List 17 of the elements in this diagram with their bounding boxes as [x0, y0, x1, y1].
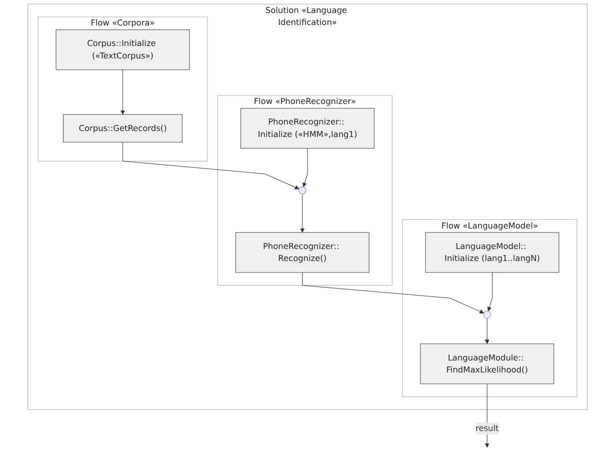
arrow — [484, 318, 490, 344]
arrow — [302, 272, 484, 314]
arrow — [122, 142, 300, 190]
arrow — [120, 70, 125, 115]
node-circle — [298, 186, 306, 194]
node-box: Corpus::GetRecords() — [63, 114, 182, 142]
node-box: Corpus::Initialize («TextCorpus») — [56, 30, 190, 70]
arrow — [300, 194, 305, 233]
node-box: LanguageModule:: FindMaxLikelihood() — [420, 344, 554, 384]
node-box: PhoneRecognizer:: Initialize («HMM»,lang1) — [240, 108, 374, 149]
arrow — [302, 148, 308, 188]
node-box: PhoneRecognizer:: Recognize() — [235, 232, 370, 273]
arrow — [484, 384, 490, 448]
node-circle — [483, 310, 491, 318]
edge-label: result — [476, 423, 499, 434]
node-box: LanguageModel:: Initialize (lang1..langN) — [425, 232, 560, 273]
arrow — [487, 272, 492, 312]
